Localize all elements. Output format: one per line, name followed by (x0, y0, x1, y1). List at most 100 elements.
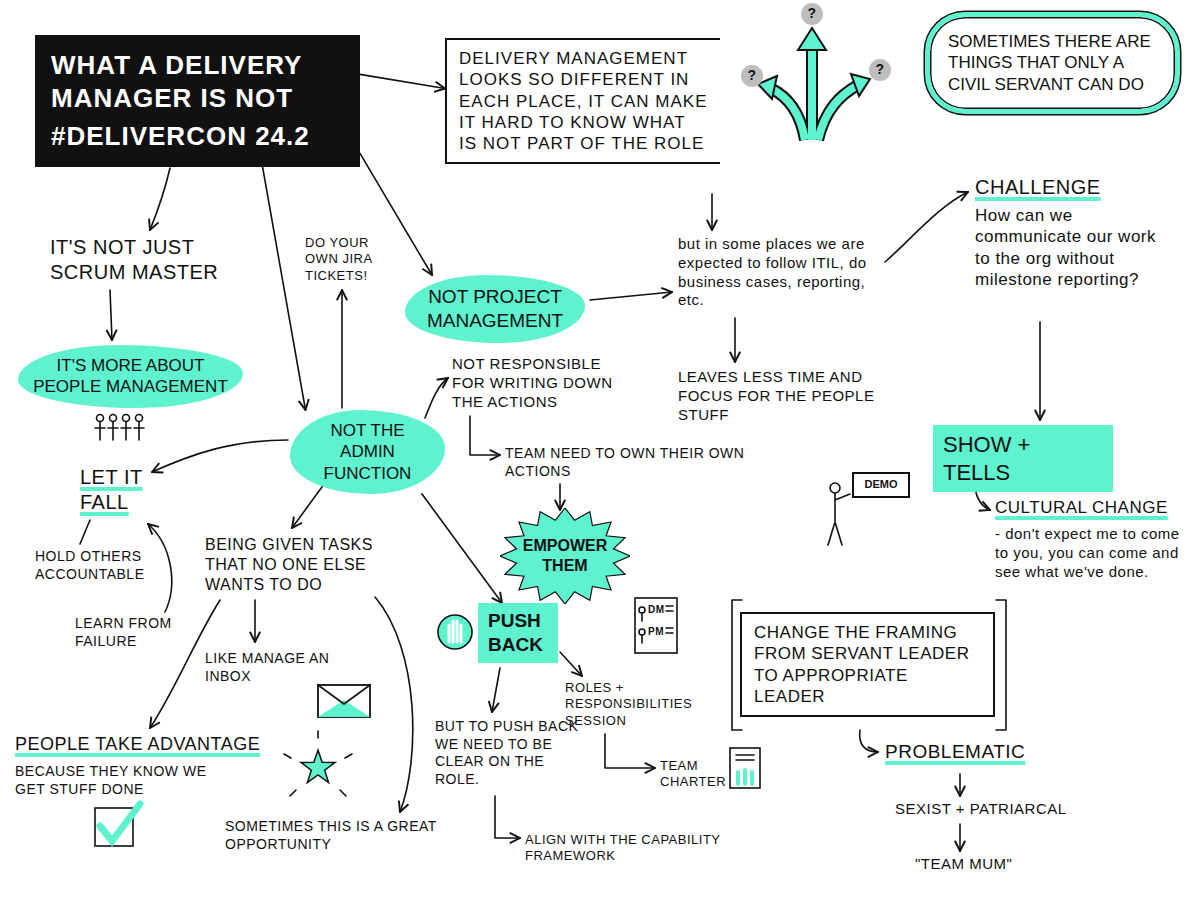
note-text: IT'S NOT JUST SCRUM MASTER (50, 235, 240, 285)
sketch-stroke (808, 45, 816, 140)
sketch-stroke (254, 600, 256, 642)
note-text: TEAM CHARTER (660, 758, 725, 791)
node-text: CHANGE THE FRAMING FROM SERVANT LEADER T… (754, 622, 981, 707)
node-text: PUSH BACK (488, 609, 548, 657)
sketch-stroke (318, 700, 370, 717)
note-text: "TEAM MUM" (915, 855, 1065, 874)
connector-arrow (360, 74, 445, 88)
roles-card-icon (635, 598, 677, 653)
connector-arrow (422, 494, 502, 603)
note-text: How can we communicate our work to the o… (975, 205, 1175, 290)
note-text: LIKE MANAGE AN INBOX (205, 650, 335, 685)
sketch-stroke (996, 600, 1006, 730)
sketch-stroke (830, 483, 840, 493)
sketch-stroke (375, 597, 413, 812)
sketch-stroke (425, 378, 448, 418)
note-text: - don't expect me to come to you, you ca… (995, 525, 1190, 581)
sketch-stroke (818, 85, 858, 140)
sketch-stroke (666, 606, 673, 633)
highlight-box: SHOW + TELLS (933, 425, 1113, 492)
note-text: SEXIST + PATRIARCAL (895, 800, 1095, 819)
demo-board: DEMO (852, 472, 910, 498)
sketch-stroke (438, 615, 472, 649)
sketch-stroke (110, 290, 112, 340)
highlight-blob: IT'S MORE ABOUT PEOPLE MANAGEMENT (18, 345, 243, 408)
connector-arrow (263, 167, 306, 411)
sketch-stroke (869, 59, 891, 81)
sketch-stroke (301, 750, 335, 783)
charter-doc-icon (730, 748, 760, 788)
sketch-stroke (136, 415, 143, 422)
sketch-stroke (148, 524, 172, 612)
highlight-blob: NOT THE ADMIN FUNCTION (290, 410, 445, 494)
sketch-stroke (639, 607, 645, 613)
sketch-stroke (341, 290, 343, 408)
sketch-stroke (318, 685, 370, 704)
sketch-stroke (97, 415, 104, 422)
sketch-stroke (734, 318, 736, 362)
envelope-icon (318, 685, 370, 717)
note-text: LEAVES LESS TIME AND FOCUS FOR THE PEOPL… (678, 368, 888, 424)
sketch-stroke (741, 65, 763, 87)
node-text: WHAT A DELIVERY MANAGER IS NOT (51, 49, 344, 114)
note-text: HOLD OTHERS ACCOUNTABLE (35, 548, 165, 583)
sketch-stroke (134, 422, 144, 440)
sketch-stroke (100, 804, 140, 841)
sketch-stroke (560, 652, 582, 676)
burst-shape: EMPOWER THEM (500, 508, 630, 604)
people-icon (95, 415, 144, 441)
statement-box: DELIVERY MANAGEMENT LOOKS SO DIFFERENT I… (445, 38, 720, 164)
sketch-stroke (818, 85, 858, 140)
node-text: DELIVERY MANAGEMENT LOOKS SO DIFFERENT I… (459, 48, 708, 154)
sketch-stroke (492, 668, 500, 712)
node-text: SOMETIMES THERE ARE THINGS THAT ONLY A C… (948, 31, 1157, 95)
sketch-stroke (635, 598, 677, 653)
sketch-stroke (730, 748, 760, 788)
sketch-stroke (1039, 322, 1041, 420)
sketch-stroke (885, 192, 968, 262)
sketch-stroke (801, 3, 823, 25)
highlight-blob: NOT PROJECT MANAGEMENT (405, 275, 585, 343)
title-box: WHAT A DELIVERY MANAGER IS NOT #DELIVERCO… (35, 35, 360, 167)
sketch-stroke (851, 74, 870, 96)
note-text: BEING GIVEN TASKS THAT NO ONE ELSE WANTS… (205, 535, 390, 595)
node-subtext: #DELIVERCON 24.2 (51, 120, 344, 153)
sketch-stroke (641, 613, 643, 621)
sketch-stroke (110, 415, 117, 422)
sketch-stroke (80, 520, 90, 544)
node-text: SHOW + TELLS (943, 431, 1103, 486)
heading-note: LET IT FALL (80, 465, 160, 515)
framing-brackets (732, 600, 1006, 730)
note-text: TEAM NEED TO OWN THEIR OWN ACTIONS (505, 445, 780, 480)
note-text: ? (741, 67, 763, 85)
sketch-stroke (605, 734, 655, 768)
sketch-stroke (641, 635, 643, 643)
framing-box: CHANGE THE FRAMING FROM SERVANT LEADER T… (740, 612, 995, 717)
sketch-stroke (959, 774, 961, 796)
sketch-stroke (770, 88, 805, 140)
note-text: NOT RESPONSIBLE FOR WRITING DOWN THE ACT… (452, 355, 627, 411)
node-text: EMPOWER THEM (520, 536, 610, 576)
note-text: LEARN FROM FAILURE (75, 615, 185, 650)
sketch-stroke (150, 168, 170, 230)
sketch-stroke (318, 685, 370, 717)
node-text: IT'S MORE ABOUT PEOPLE MANAGEMENT (32, 355, 229, 398)
heading-note: PEOPLE TAKE ADVANTAGE (15, 733, 305, 756)
heading-note: CHALLENGE (975, 175, 1175, 200)
note-text: ALIGN WITH THE CAPABILITY FRAMEWORK (525, 832, 765, 865)
sketch-stroke (798, 28, 826, 50)
direction-arrows-icon (741, 3, 891, 140)
hand-icon (438, 615, 472, 649)
node-text: DEMO (860, 478, 902, 492)
sketch-stroke (284, 731, 352, 796)
note-text: DM (648, 604, 670, 617)
sketch-stroke (121, 422, 131, 440)
note-text: but in some places we are expected to fo… (678, 235, 893, 310)
sketch-stroke (470, 416, 500, 455)
sketch-stroke (495, 796, 520, 838)
burst-fill (500, 508, 630, 604)
sketch-stroke (828, 493, 850, 545)
note-text: BUT TO PUSH BACK WE NEED TO BE CLEAR ON … (435, 718, 585, 788)
cloud-box: SOMETIMES THERE ARE THINGS THAT ONLY A C… (925, 12, 1180, 114)
